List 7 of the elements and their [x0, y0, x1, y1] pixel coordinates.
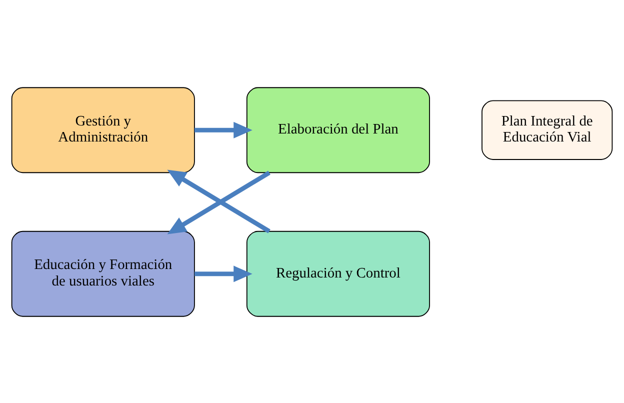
node-box: Regulación y Control	[246, 230, 430, 316]
node-box: Educación y Formación de usuarios viales	[11, 230, 195, 316]
arrow	[194, 265, 252, 282]
node-box: Gestión y Administración	[11, 86, 195, 173]
arrow	[194, 121, 252, 138]
node-box: Plan Integral de Educación Vial	[482, 100, 613, 160]
node-box: Elaboración del Plan	[246, 86, 430, 173]
